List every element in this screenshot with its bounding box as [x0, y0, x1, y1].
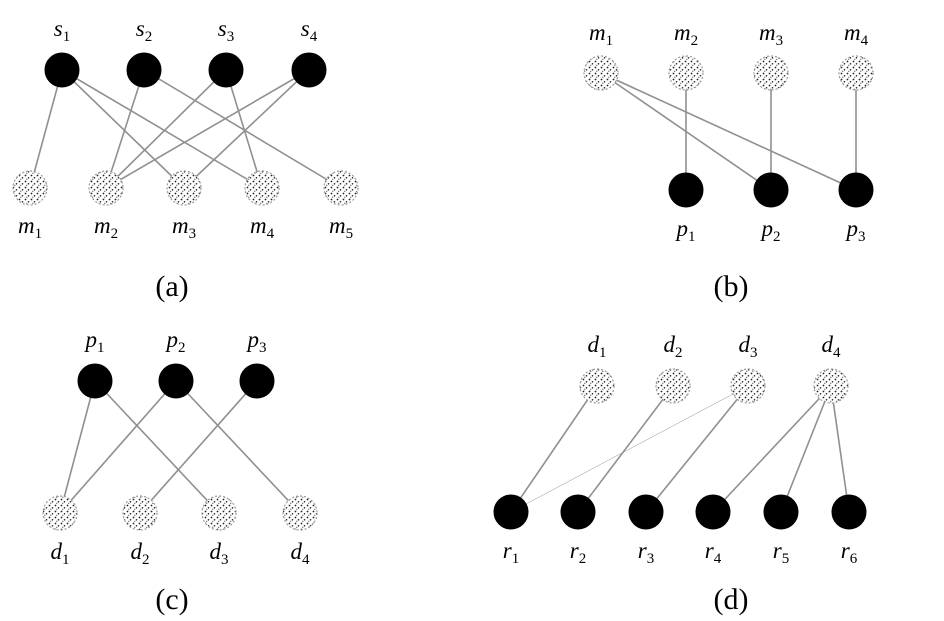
- node-label-dr2: r2: [570, 538, 586, 567]
- node-label-cd1: d1: [51, 539, 70, 568]
- edge-s4-m3: [183, 69, 310, 189]
- node-label-m3: m3: [172, 213, 196, 242]
- caption-b: (b): [714, 270, 749, 303]
- node-label-dd1: d1: [588, 332, 607, 361]
- node-cp3: [239, 363, 275, 399]
- node-label-bm4: m4: [844, 20, 869, 49]
- node-dr2: [560, 494, 596, 530]
- edge-dd3-dr1: [510, 385, 749, 513]
- edge-s2-m2: [105, 69, 145, 189]
- node-bm4: [838, 55, 874, 91]
- node-bm3: [753, 55, 789, 91]
- node-m5: [323, 170, 359, 206]
- caption-d: (d): [714, 583, 749, 616]
- node-s2: [126, 52, 162, 88]
- node-label-dr5: r5: [773, 538, 789, 567]
- caption-a: (a): [155, 270, 188, 303]
- node-label-m5: m5: [329, 213, 353, 242]
- node-label-cd2: d2: [131, 539, 150, 568]
- node-dr4: [695, 494, 731, 530]
- node-label-bm1: m1: [589, 20, 613, 49]
- node-label-cd4: d4: [291, 539, 311, 568]
- node-label-cd3: d3: [210, 539, 229, 568]
- node-s3: [208, 52, 244, 88]
- panel-d: d1 d2 d3 d4 r1 r2 r3 r4 r5 r6 (d): [493, 332, 867, 616]
- edge-s2-m5: [143, 69, 342, 189]
- node-bm1: [583, 55, 619, 91]
- node-label-dd2: d2: [664, 332, 683, 361]
- edge-dd4-dr6: [830, 385, 850, 513]
- node-bp3: [838, 172, 874, 208]
- node-label-s3: s3: [218, 16, 234, 45]
- node-bp1: [668, 172, 704, 208]
- node-dd3: [730, 368, 766, 404]
- node-label-bm2: m2: [674, 20, 698, 49]
- edge-cp2-cd1: [59, 380, 177, 514]
- node-label-cp2: p2: [165, 327, 186, 356]
- node-s1: [44, 52, 80, 88]
- node-label-cp1: p1: [84, 327, 105, 356]
- panel-c: p1 p2 p3 d1 d2 d3 d4 (c): [42, 327, 318, 616]
- node-label-bp3: p3: [845, 216, 866, 245]
- edge-dd3-dr3: [645, 385, 749, 513]
- node-label-dr1: r1: [503, 538, 519, 567]
- edge-s3-m4: [225, 69, 263, 189]
- panel-b: m1 m2 m3 m4 p1 p2 p3 (b): [583, 20, 874, 303]
- edge-dd1-dr1: [510, 385, 598, 513]
- node-dr3: [628, 494, 664, 530]
- edge-dd2-dr2: [577, 385, 674, 513]
- node-m3: [166, 170, 202, 206]
- node-bm2: [668, 55, 704, 91]
- node-label-dr3: r3: [638, 538, 654, 567]
- node-dr6: [831, 494, 867, 530]
- edge-s3-m2: [105, 69, 227, 189]
- node-m2: [88, 170, 124, 206]
- node-bp2: [753, 172, 789, 208]
- node-label-bm3: m3: [759, 20, 783, 49]
- node-dr1: [493, 494, 529, 530]
- edge-cp1-cd1: [59, 380, 96, 514]
- edge-s1-m3: [61, 69, 185, 189]
- node-cd4: [282, 495, 318, 531]
- node-label-dd4: d4: [822, 332, 842, 361]
- node-label-cp3: p3: [246, 327, 267, 356]
- edge-dd4-dr4: [712, 385, 832, 513]
- edge-s1-m4: [61, 69, 263, 189]
- node-cd1: [42, 495, 78, 531]
- node-dd2: [655, 368, 691, 404]
- node-label-m1: m1: [18, 213, 42, 242]
- node-dd1: [579, 368, 615, 404]
- node-cd2: [122, 495, 158, 531]
- edge-cp3-cd2: [139, 380, 258, 514]
- edge-s1-m1: [29, 69, 63, 189]
- node-cd3: [201, 495, 237, 531]
- node-s4: [291, 52, 327, 88]
- node-label-dd3: d3: [739, 332, 758, 361]
- node-dr5: [763, 494, 799, 530]
- edge-dd4-dr5: [780, 385, 832, 513]
- panel-a: s1 s2 s3 s4 m1 m2 m3 m4 m5 (a): [12, 16, 359, 303]
- node-label-dr6: r6: [841, 538, 858, 567]
- node-label-s1: s1: [54, 16, 70, 45]
- node-m1: [12, 170, 48, 206]
- node-label-dr4: r4: [705, 538, 722, 567]
- edge-cp1-cd3: [94, 380, 220, 514]
- node-cp2: [158, 363, 194, 399]
- caption-c: (c): [155, 583, 188, 616]
- node-label-bp1: p1: [675, 216, 696, 245]
- edge-cp2-cd4: [175, 380, 301, 514]
- node-label-m4: m4: [250, 213, 275, 242]
- edge-bm1-bp3: [600, 72, 857, 191]
- node-label-m2: m2: [94, 213, 118, 242]
- node-label-s4: s4: [301, 16, 318, 45]
- node-m4: [244, 170, 280, 206]
- node-label-bp2: p2: [760, 216, 781, 245]
- node-dd4: [813, 368, 849, 404]
- node-cp1: [77, 363, 113, 399]
- edge-s4-m2: [105, 69, 310, 189]
- node-label-s2: s2: [136, 16, 152, 45]
